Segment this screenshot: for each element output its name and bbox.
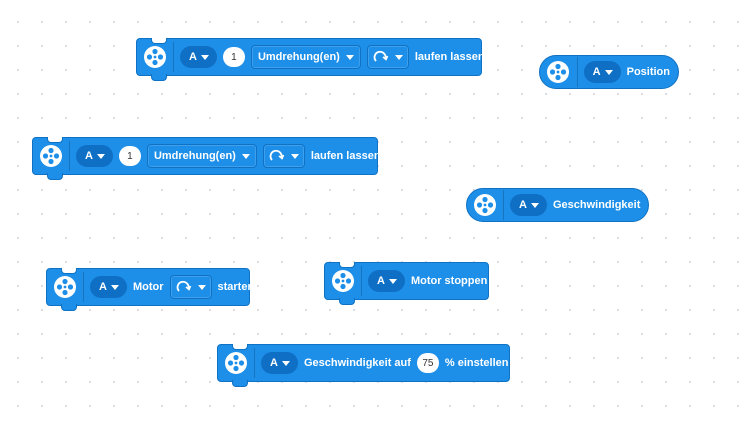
port-dropdown[interactable]: A [510, 194, 547, 216]
port-dropdown[interactable]: A [261, 352, 298, 374]
unit-dropdown[interactable]: Umdrehung(en) [146, 144, 257, 168]
block-label: laufen lassen [310, 150, 381, 162]
port-value: A [270, 357, 278, 369]
port-value: A [99, 281, 107, 293]
direction-dropdown[interactable] [169, 275, 212, 299]
chevron-down-icon [241, 153, 250, 159]
motor-set-speed-block[interactable]: A Geschwindigkeit auf 75 % einstellen [217, 344, 510, 387]
unit-dropdown[interactable]: Umdrehung(en) [250, 45, 361, 69]
amount-input[interactable]: 1 [118, 146, 141, 166]
chevron-down-icon [200, 54, 209, 60]
clockwise-arrow-icon [176, 280, 191, 292]
chevron-down-icon [197, 284, 206, 290]
motor-run-for-block-2[interactable]: A 1 Umdrehung(en) laufen lassen [32, 137, 381, 180]
port-value: A [592, 66, 601, 78]
chevron-down-icon [388, 278, 397, 284]
port-value: A [377, 275, 385, 287]
block-label-start: starten [217, 281, 255, 293]
motor-speed-reporter[interactable]: A Geschwindigkeit [466, 188, 649, 222]
chevron-down-icon [530, 202, 539, 208]
block-label: Motor stoppen [410, 275, 488, 287]
block-label-motor: Motor [132, 281, 164, 293]
chevron-down-icon [394, 54, 403, 60]
chevron-down-icon [96, 153, 105, 159]
port-value: A [85, 150, 93, 162]
port-dropdown[interactable]: A [90, 276, 127, 298]
motor-wheel-icon [473, 190, 504, 220]
unit-value: Umdrehung(en) [153, 150, 236, 162]
port-dropdown[interactable]: A [368, 270, 405, 292]
motor-start-block[interactable]: A Motor starten [46, 268, 254, 311]
direction-dropdown[interactable] [262, 144, 305, 168]
chevron-down-icon [110, 284, 119, 290]
motor-stop-block[interactable]: A Motor stoppen [324, 262, 489, 305]
block-label: Position [626, 66, 670, 78]
speed-input[interactable]: 75 [416, 353, 439, 373]
port-dropdown[interactable]: A [76, 145, 113, 167]
motor-wheel-icon [143, 42, 174, 72]
chevron-down-icon [604, 69, 613, 75]
port-dropdown[interactable]: A [180, 46, 217, 68]
motor-wheel-icon [39, 141, 70, 171]
motor-wheel-icon [546, 57, 578, 87]
block-label-before: Geschwindigkeit auf [303, 357, 411, 369]
clockwise-arrow-icon [373, 50, 389, 62]
unit-value: Umdrehung(en) [257, 51, 340, 63]
port-dropdown[interactable]: A [583, 61, 621, 83]
block-label: Geschwindigkeit [552, 199, 641, 211]
chevron-down-icon [290, 153, 299, 159]
direction-dropdown[interactable] [366, 45, 409, 69]
chevron-down-icon [345, 54, 354, 60]
block-label-after: % einstellen [444, 357, 509, 369]
motor-position-reporter[interactable]: A Position [539, 55, 679, 89]
chevron-down-icon [281, 360, 290, 366]
motor-run-for-block-1[interactable]: A 1 Umdrehung(en) laufen lassen [136, 38, 485, 81]
block-label: laufen lassen [414, 51, 485, 63]
port-value: A [519, 199, 527, 211]
port-value: A [189, 51, 197, 63]
amount-input[interactable]: 1 [222, 47, 245, 67]
motor-wheel-icon [224, 348, 255, 378]
motor-wheel-icon [53, 272, 84, 302]
motor-wheel-icon [331, 266, 362, 296]
clockwise-arrow-icon [269, 149, 285, 161]
